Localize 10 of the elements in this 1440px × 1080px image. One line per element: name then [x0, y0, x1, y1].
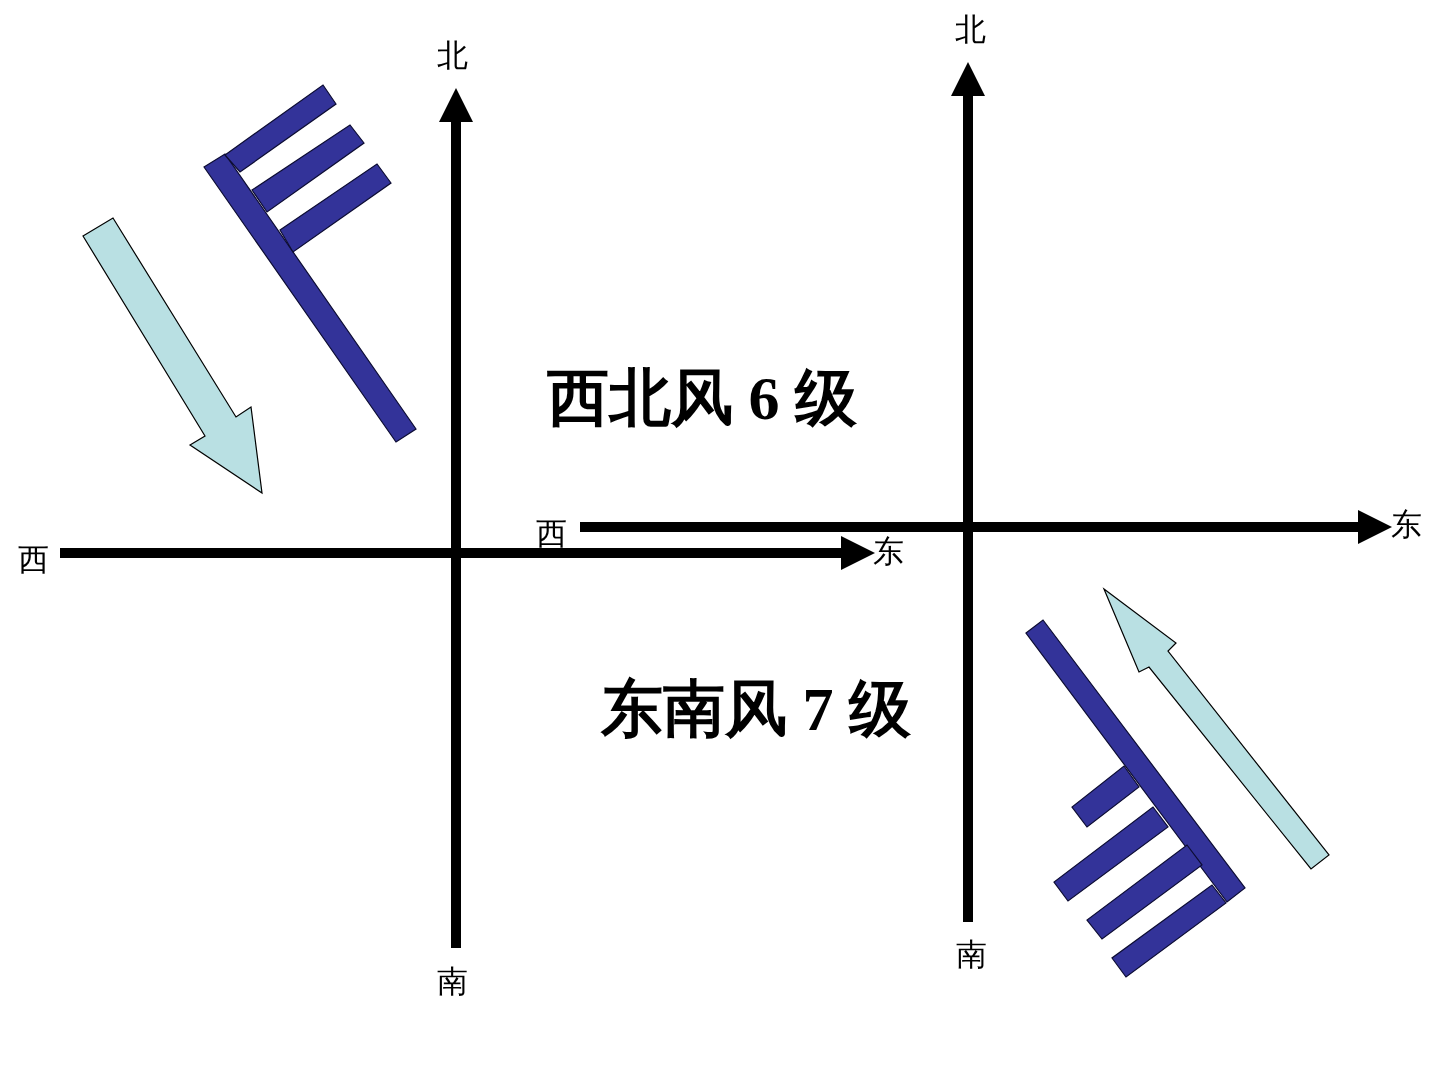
- compass-label: 东: [1390, 507, 1422, 543]
- compass-label: 西: [17, 542, 49, 578]
- compass-label: 东: [872, 534, 904, 570]
- compass-label: 南: [436, 964, 468, 1000]
- compass-label: 西: [535, 516, 567, 552]
- wind-label: 西北风 6 级: [547, 363, 857, 433]
- compass-label: 南: [955, 937, 987, 973]
- compass-label: 北: [436, 38, 468, 74]
- wind-label: 东南风 7 级: [601, 674, 911, 744]
- compass-label: 北: [954, 12, 986, 48]
